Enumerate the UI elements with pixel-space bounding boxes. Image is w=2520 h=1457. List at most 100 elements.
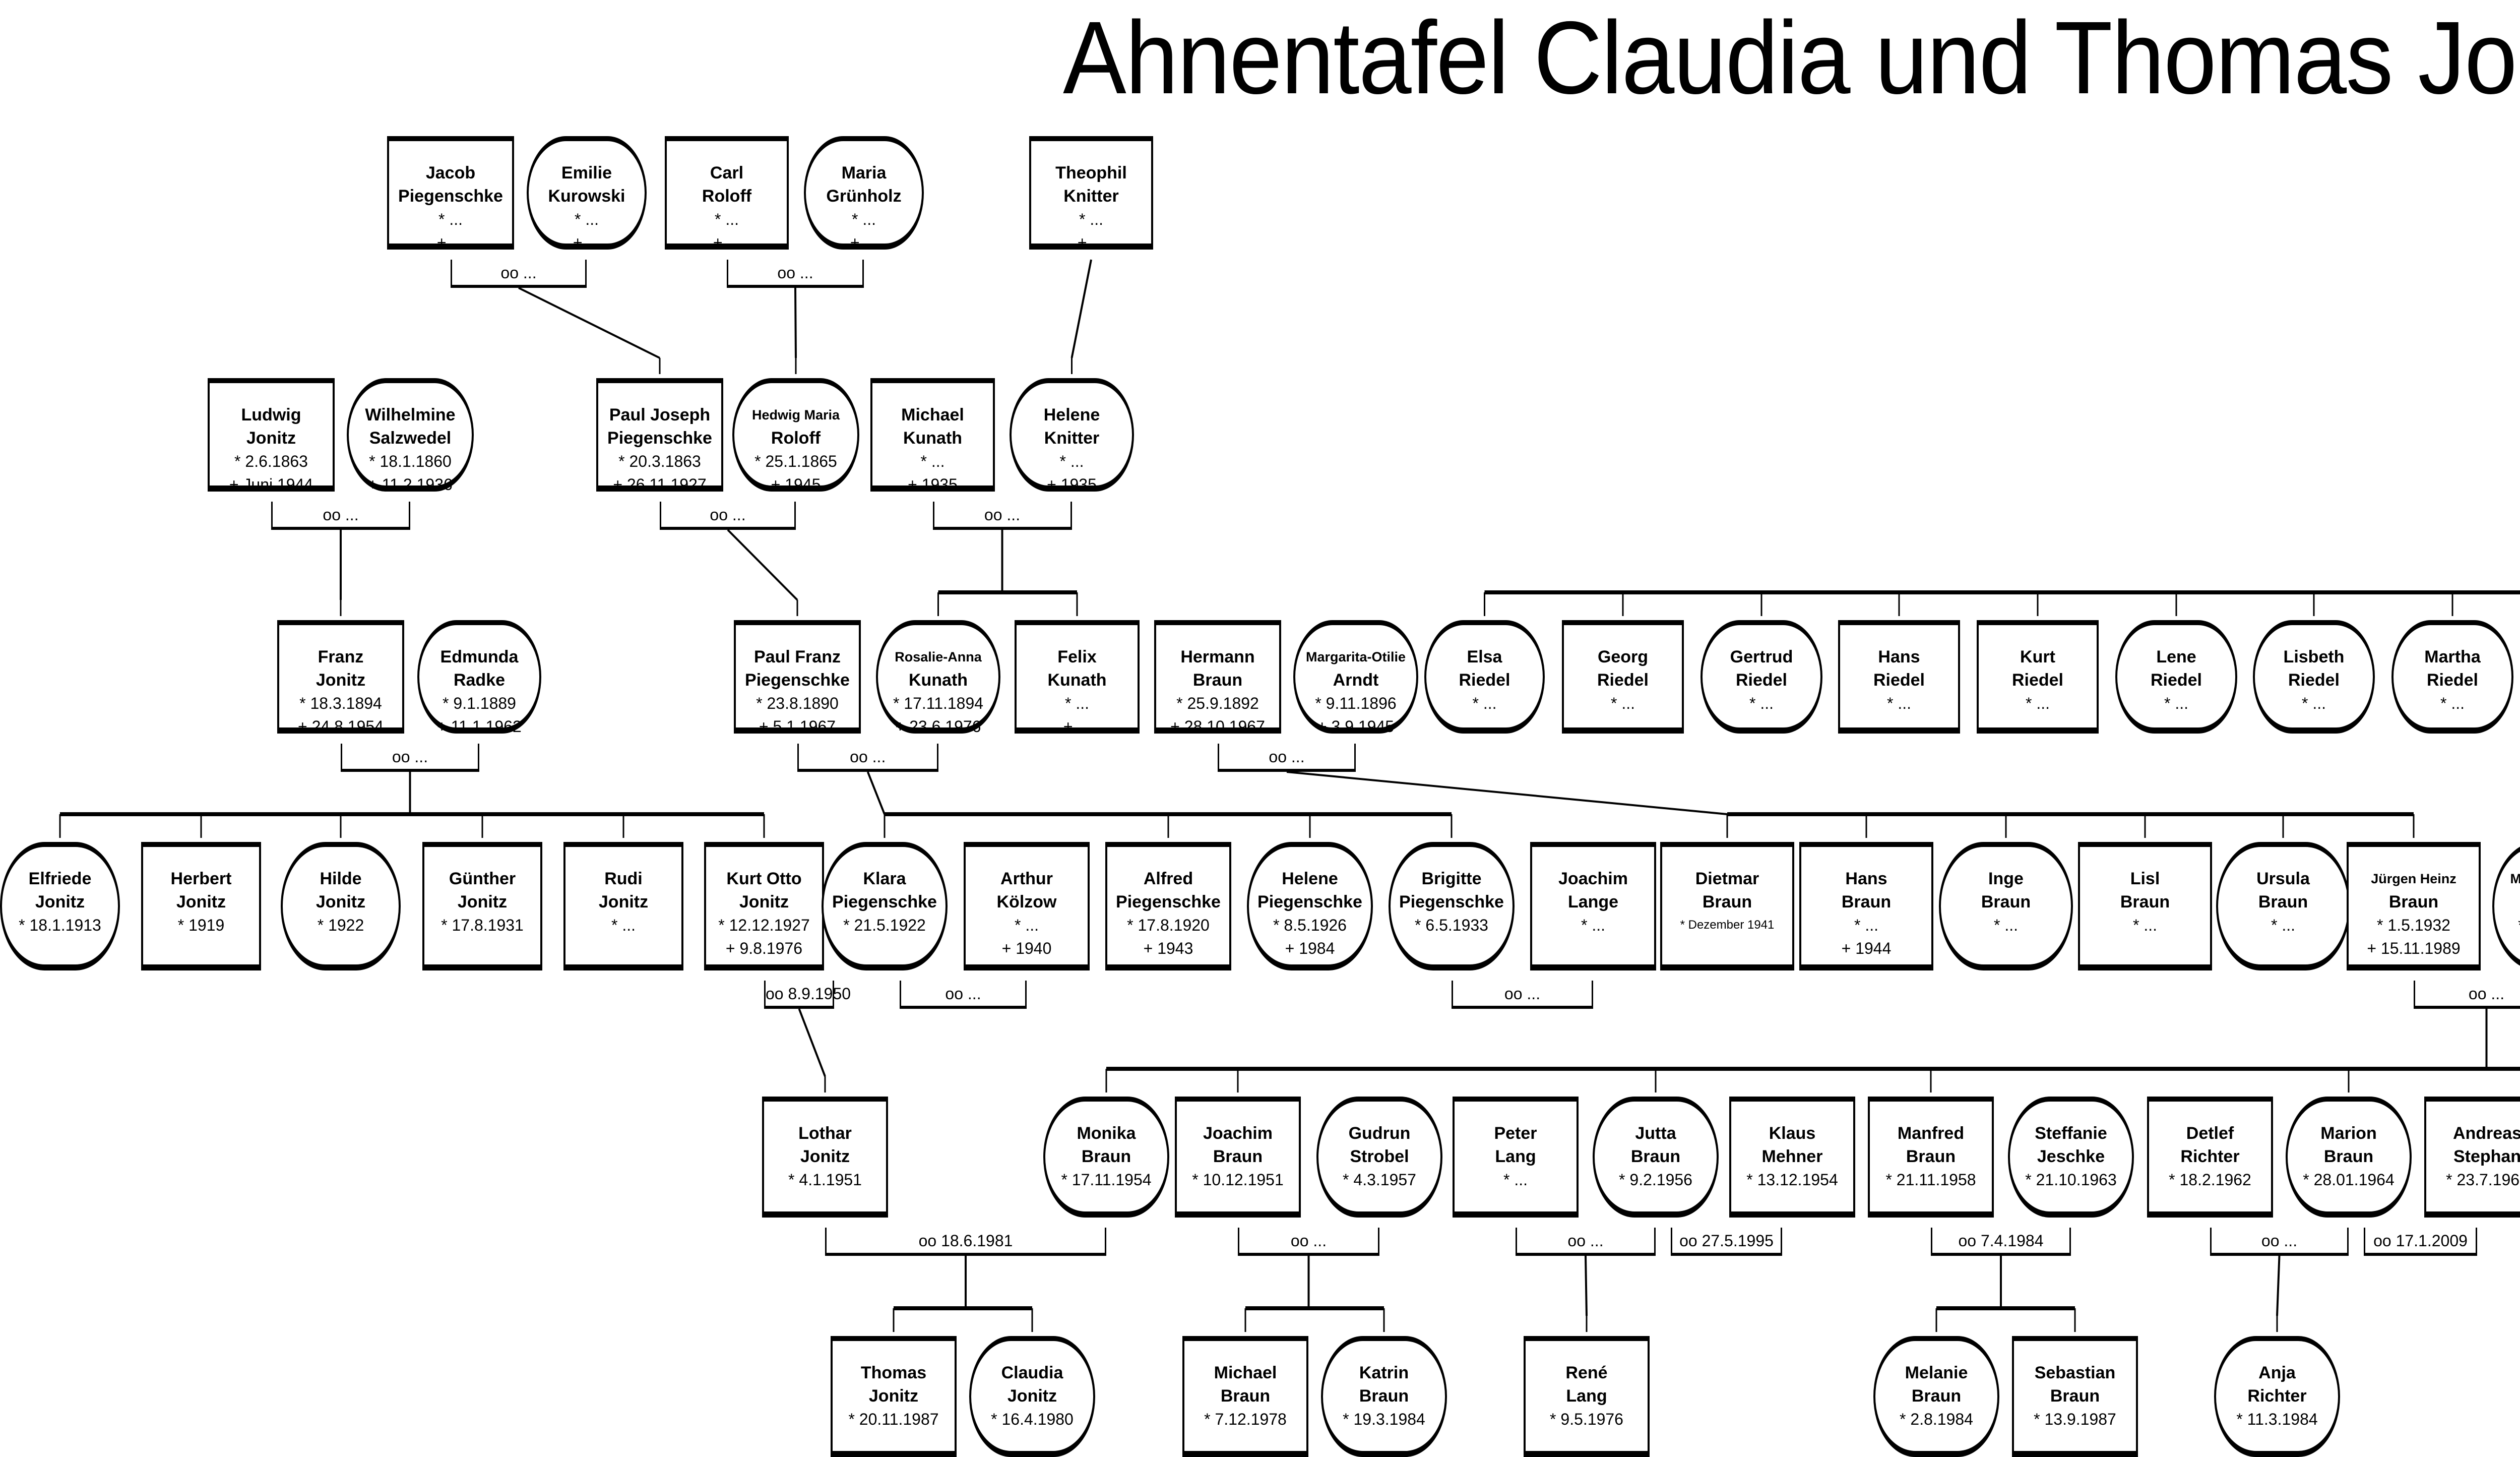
person-birth-date: * ... xyxy=(920,452,945,470)
person-first-name: Gudrun xyxy=(1348,1124,1411,1143)
person-birth-date: * 13.3.1934 xyxy=(2518,914,2520,937)
person-first-name: Herbert xyxy=(170,869,232,888)
person-birth-date: * 23.8.1890 xyxy=(756,694,839,712)
person-last-name: Braun xyxy=(1220,1386,1271,1406)
person-first-name: Melanie xyxy=(1905,1363,1968,1382)
marriage-label: oo ... xyxy=(1218,744,1356,772)
person-first-name: Jutta xyxy=(1635,1124,1676,1143)
person-birth-date: * ... xyxy=(438,210,463,228)
person-birth-date: * 25.1.1865 xyxy=(754,452,837,470)
person-first-name: Manfred xyxy=(1897,1124,1965,1143)
person-last-name: Strobel xyxy=(1350,1147,1409,1166)
person-last-name: Riedel xyxy=(1735,671,1788,690)
person-birth-date: * ... xyxy=(2025,694,2050,712)
person-birth-date: * ... xyxy=(1079,210,1103,228)
person-last-name: Jonitz xyxy=(246,429,296,448)
person-first-name: Paul Joseph xyxy=(609,405,711,424)
person-death-date: + 1945 xyxy=(771,475,821,494)
person-first-name: Franz xyxy=(318,647,364,666)
person-last-name: Braun xyxy=(1981,892,2031,912)
person-birth-date: * 20.11.1987 xyxy=(848,1410,939,1428)
person-birth-date: * 9.11.1896 xyxy=(1315,694,1397,712)
person-birth-date: * 17.11.1894 xyxy=(893,694,984,712)
marriage-label: oo ... xyxy=(2210,1228,2349,1256)
person-death-date: + 23.6.1976 xyxy=(895,717,981,736)
person-birth-date: * 10.12.1951 xyxy=(1192,1171,1284,1189)
person-last-name: Braun xyxy=(1702,892,1752,912)
person-first-name: Kurt xyxy=(2020,647,2055,666)
person-birth-date: * 8.5.1926 xyxy=(1273,916,1347,934)
person-birth-date: * 21.11.1958 xyxy=(1885,1171,1976,1189)
person-first-name: Katrin xyxy=(1359,1363,1409,1382)
descent-line xyxy=(1286,771,1728,815)
descent-line xyxy=(866,771,886,815)
person-first-name: Steffanie xyxy=(2035,1124,2107,1143)
